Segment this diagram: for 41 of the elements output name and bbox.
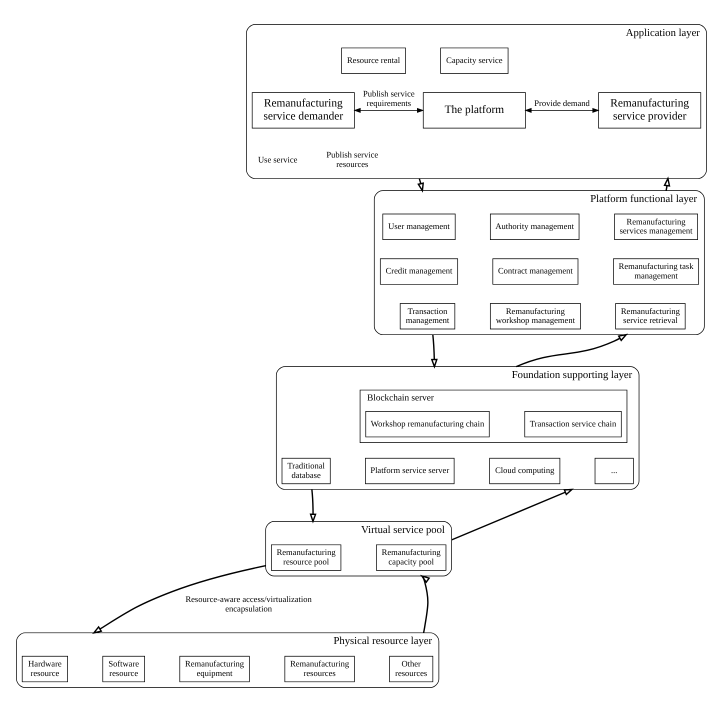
node-box: Hardware resource <box>22 656 68 682</box>
node-box: User management <box>382 214 456 240</box>
node-box: Resource rental <box>341 48 406 74</box>
node-box: Remanufacturing equipment <box>179 656 250 682</box>
arrow <box>524 108 600 113</box>
node-box: Software resource <box>102 656 145 682</box>
node-box: Platform service server <box>365 458 454 484</box>
node-box: Remanufacturing workshop management <box>490 303 581 330</box>
node-box: Remanufacturing task management <box>613 258 700 285</box>
node-box: Remanufacturing service demander <box>252 92 355 128</box>
node-box: Traditional database <box>282 458 331 484</box>
edge-label: Publish service requirements <box>362 88 415 108</box>
node-box: Capacity service <box>440 48 508 74</box>
arrow <box>417 178 424 193</box>
label: Resource-aware access/virtualization encapsulation <box>186 594 312 614</box>
node-box: Authority management <box>490 214 580 240</box>
label: Publish service resources <box>326 150 378 169</box>
arrow <box>354 108 424 113</box>
node-box: Remanufacturing service provider <box>598 92 702 128</box>
node-box: Other resources <box>389 656 434 682</box>
node-box: Remanufacturing resources <box>284 656 355 682</box>
node-box: Remanufacturing resource pool <box>271 544 342 571</box>
edge-label: Provide demand <box>534 98 590 108</box>
node-box: Transaction service chain <box>524 411 622 438</box>
label: Use service <box>258 154 298 164</box>
arrow <box>430 334 438 369</box>
node-box: The platform <box>422 92 526 128</box>
node-box: Workshop remanufacturing chain <box>365 411 490 438</box>
node-box: Remanufacturing service retrieval <box>615 303 686 330</box>
arrow <box>420 574 430 633</box>
node-box: Credit management <box>380 258 458 285</box>
node-box: Cloud computing <box>489 458 560 484</box>
node-box: Transaction management <box>400 303 456 330</box>
node-box: Remanufacturing services management <box>614 214 698 240</box>
arrow <box>516 334 628 368</box>
node-box: Remanufacturing capacity pool <box>376 544 446 571</box>
node-box: ... <box>594 458 634 484</box>
node-box: Contract management <box>492 258 578 285</box>
arrow <box>92 565 266 634</box>
arrow <box>310 489 317 524</box>
arrow <box>451 488 574 541</box>
